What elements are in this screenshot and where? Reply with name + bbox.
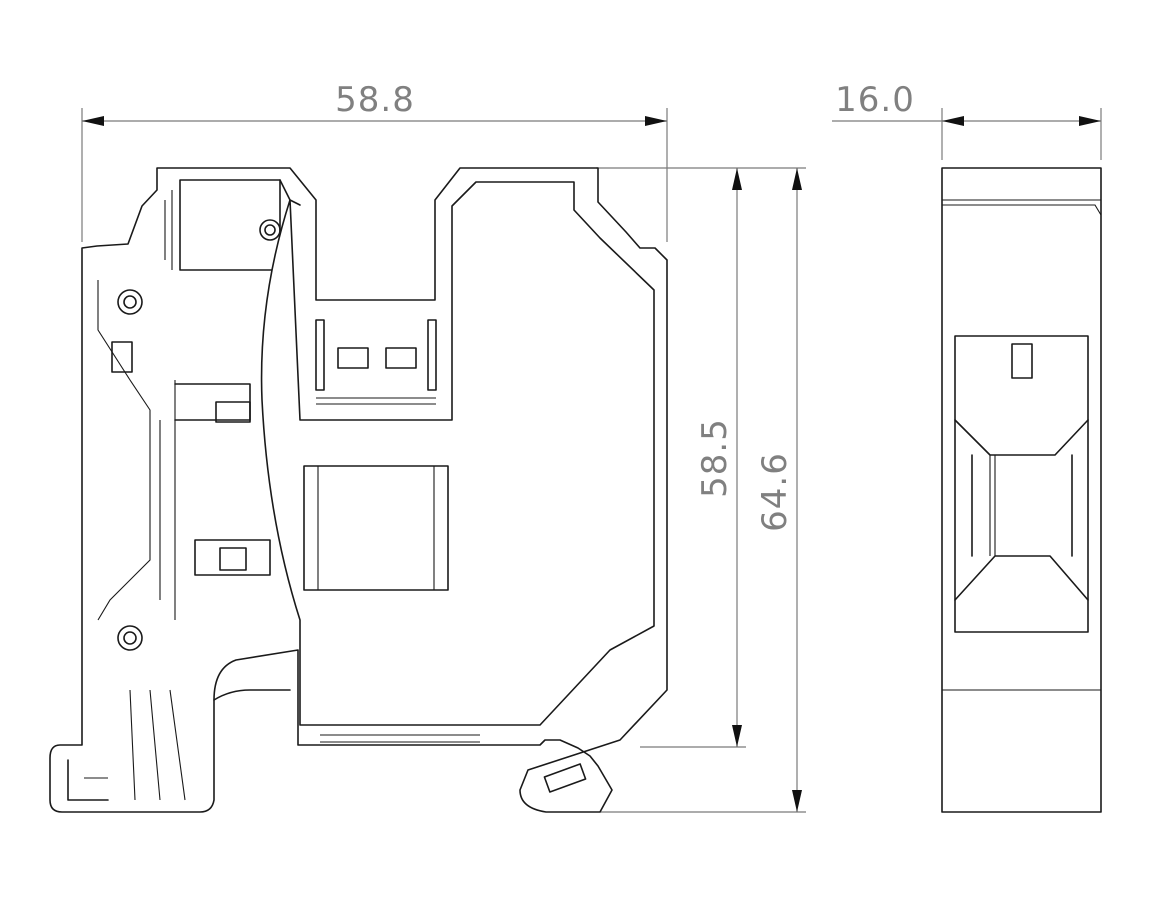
marker-field — [303, 465, 449, 591]
dimension-body-depth: 16.0 — [832, 80, 1102, 160]
housing-outline — [49, 167, 668, 813]
left-clamp-frame — [179, 179, 281, 271]
dimension-height-to-base: 58.5 — [596, 167, 746, 748]
screw-hole-lower — [117, 625, 143, 651]
screw-hole-upper — [259, 219, 281, 241]
end-view-outline — [941, 167, 1102, 813]
dimension-label-height-to-base: 58.5 — [695, 418, 735, 498]
upper-window — [315, 319, 437, 405]
dimension-label-overall-height: 64.6 — [755, 452, 795, 532]
dimension-overall-width: 58.8 — [81, 80, 668, 242]
screw-hole-middle — [117, 289, 143, 315]
dimension-label-body-depth: 16.0 — [835, 80, 915, 120]
dimension-overall-height: 64.6 — [600, 167, 806, 813]
end-view-window — [954, 335, 1089, 633]
terminal-block-side-view — [49, 167, 668, 813]
cover-plate — [260, 181, 655, 726]
dimension-label-overall-width: 58.8 — [335, 80, 415, 120]
terminal-block-end-view — [941, 167, 1102, 813]
